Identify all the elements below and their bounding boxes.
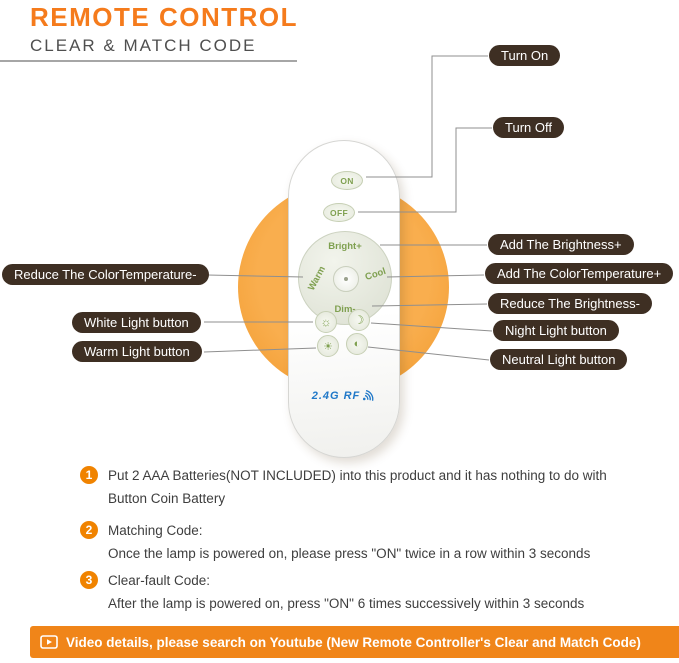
instruction-line: After the lamp is powered on, press "ON"… [108,596,585,611]
sun-outline-icon: ☼ [320,315,332,329]
instruction-line: Put 2 AAA Batteries(NOT INCLUDED) into t… [108,468,607,483]
callout-warm-light: Warm Light button [72,341,202,362]
callout-reduce-brightness: Reduce The Brightness- [488,293,652,314]
page-title: REMOTE CONTROL [30,2,298,32]
moon-icon: ☽ [353,313,365,327]
dpad-brightness-up-label: Bright+ [328,241,362,252]
rf-label: 2.4G RF [311,390,361,402]
half-sun-icon: ◐ [353,338,361,350]
instruction-step-3: 3 Clear-fault Code: After the lamp is po… [80,569,660,615]
night-light-button: ☽ [348,309,370,331]
callout-neutral-light: Neutral Light button [490,349,628,370]
remote-control-body: ON OFF Bright+ Cool Dim- Warm ☼ ☽ ☀ ◐ 2.… [288,140,400,458]
footer-banner: Video details, please search on Youtube … [30,626,679,658]
remote-dpad: Bright+ Cool Dim- Warm [298,231,392,325]
rf-label-row: 2.4G RF [289,390,399,402]
dpad-warm-label: Warm [306,264,328,293]
step-number-badge: 2 [80,521,98,539]
callout-add-color-temperature: Add The ColorTemperature+ [485,263,674,284]
neutral-light-button: ◐ [346,333,368,355]
step-number-badge: 3 [80,571,98,589]
instruction-step-2: 2 Matching Code: Once the lamp is powere… [80,519,660,565]
step-number-badge: 1 [80,466,98,484]
instruction-line: Once the lamp is powered on, please pres… [108,546,591,561]
callout-night-light: Night Light button [493,320,619,341]
header-divider [0,60,297,62]
callout-add-brightness: Add The Brightness+ [488,234,634,255]
dpad-center-dot-icon [344,277,348,281]
white-light-button: ☼ [315,311,337,333]
callout-turn-off: Turn Off [493,117,564,138]
warm-light-button: ☀ [317,335,339,357]
video-icon [40,635,58,649]
callout-reduce-color-temperature: Reduce The ColorTemperature- [2,264,209,285]
remote-off-button: OFF [323,203,355,222]
page-subtitle: CLEAR & MATCH CODE [30,36,257,55]
dpad-cool-label: Cool [363,266,388,283]
footer-text: Video details, please search on Youtube … [66,634,641,650]
instruction-step-1: 1 Put 2 AAA Batteries(NOT INCLUDED) into… [80,464,660,510]
wifi-signal-icon [363,390,374,401]
instruction-line: Clear-fault Code: [108,573,211,588]
callout-turn-on: Turn On [489,45,561,66]
callout-white-light: White Light button [72,312,201,333]
instruction-line: Matching Code: [108,523,203,538]
dpad-dim-label: Dim- [334,304,356,315]
instruction-line: Button Coin Battery [108,491,226,506]
dpad-center-button [333,266,359,292]
remote-on-button: ON [331,171,363,190]
sun-filled-icon: ☀ [323,340,333,353]
